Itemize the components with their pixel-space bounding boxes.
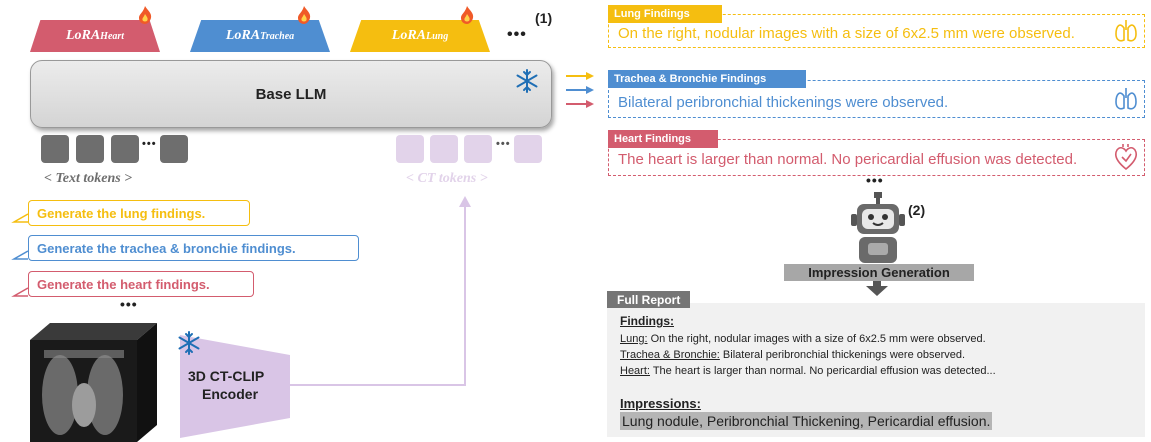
report-line-key: Trachea & Bronchie:	[620, 349, 720, 361]
step-1-label: (1)	[535, 10, 553, 26]
lora-heart-base: LoRA	[65, 28, 101, 43]
report-line-lung: Lung: On the right, nodular images with …	[620, 333, 986, 345]
encoder-shape	[180, 335, 290, 438]
lung-findings-box	[608, 14, 1145, 48]
text-token	[41, 135, 69, 163]
trachea-prompt-bubble: Generate the trachea & bronchie findings…	[28, 235, 359, 261]
llm-output-arrows	[566, 72, 594, 108]
lora-trachea-base: LoRA	[225, 28, 261, 43]
lung-findings-text: On the right, nodular images with a size…	[618, 25, 1075, 42]
ct-volume-image	[30, 323, 157, 442]
ct-token	[396, 135, 424, 163]
flame-icon	[298, 6, 311, 24]
snowflake-icon	[516, 69, 538, 93]
findings-more-dots: •••	[866, 172, 884, 188]
trachea-prompt-text: Generate the trachea & bronchie findings…	[37, 240, 296, 256]
report-line-text: The heart is larger than normal. No peri…	[649, 365, 996, 377]
ct-connector-arrowhead	[459, 196, 471, 207]
flame-icon	[139, 6, 152, 24]
ct-token	[464, 135, 492, 163]
text-token	[111, 135, 139, 163]
ct-token	[514, 135, 542, 163]
heart-findings-tag: Heart Findings	[608, 130, 718, 148]
encoder-label-line2: Encoder	[202, 386, 259, 402]
snowflake-icon	[178, 331, 200, 355]
base-llm-block: Base LLM	[30, 60, 552, 128]
lungs-icon	[1115, 20, 1137, 42]
report-line-key: Lung:	[620, 333, 648, 345]
lung-prompt-bubble: Generate the lung findings.	[28, 200, 250, 226]
heart-prompt-text: Generate the heart findings.	[37, 276, 210, 292]
lora-trachea-sub: Trachea	[260, 30, 295, 42]
robot-icon	[851, 192, 905, 263]
trachea-findings-box	[608, 80, 1145, 118]
text-token	[160, 135, 188, 163]
report-impressions-title-text: Impressions:	[620, 396, 701, 411]
lora-lung-sub: Lung	[426, 30, 449, 42]
full-report-tag: Full Report	[607, 291, 691, 308]
report-findings-title: Findings:	[620, 314, 674, 328]
report-line-key: Heart:	[620, 365, 650, 377]
report-impressions-text: Lung nodule, Peribronchial Thickening, P…	[620, 412, 993, 430]
lora-more-dots: •••	[507, 26, 527, 43]
heart-findings-box	[608, 139, 1145, 176]
base-llm-label: Base LLM	[255, 85, 327, 103]
text-token-dots: •••	[142, 138, 157, 150]
impression-arrowhead	[866, 286, 888, 296]
text-token	[76, 135, 104, 163]
impression-arrow-stem	[873, 281, 881, 287]
encoder-label-line1: 3D CT-CLIP	[188, 368, 265, 384]
ct-encoder-connector	[290, 205, 466, 386]
heart-organ-icon	[1114, 144, 1138, 171]
report-line-text: Bilateral peribronchial thickenings were…	[719, 349, 966, 361]
lung-findings-tag: Lung Findings	[608, 5, 722, 23]
trachea-findings-text: Bilateral peribronchial thickenings were…	[618, 94, 949, 111]
lung-prompt-text: Generate the lung findings.	[37, 205, 206, 221]
report-line-trachea: Trachea & Bronchie: Bilateral peribronch…	[620, 349, 965, 361]
lora-lung-base: LoRA	[391, 28, 426, 43]
ct-token-dots: •••	[496, 138, 511, 150]
flame-icon	[461, 6, 474, 24]
step-2-label: (2)	[908, 202, 926, 218]
text-tokens-label: < Text tokens >	[44, 171, 133, 186]
report-line-text: On the right, nodular images with a size…	[647, 333, 986, 345]
lora-heart-sub: Heart	[100, 30, 125, 42]
impression-generation-label: Impression Generation	[784, 264, 974, 281]
heart-findings-text: The heart is larger than normal. No peri…	[618, 151, 1078, 168]
bubble-tails	[11, 213, 29, 297]
heart-prompt-bubble: Generate the heart findings.	[28, 271, 254, 297]
report-findings-title-text: Findings:	[620, 314, 674, 328]
report-impressions-title: Impressions:	[620, 396, 701, 411]
ct-tokens-label: < CT tokens >	[406, 171, 488, 186]
impression-generation-text: Impression Generation	[808, 265, 950, 280]
trachea-findings-tag: Trachea & Bronchie Findings	[608, 70, 806, 88]
prompt-more-dots: •••	[120, 296, 138, 312]
lungs-icon	[1115, 88, 1137, 110]
report-line-heart: Heart: The heart is larger than normal. …	[620, 365, 996, 377]
ct-token	[430, 135, 458, 163]
